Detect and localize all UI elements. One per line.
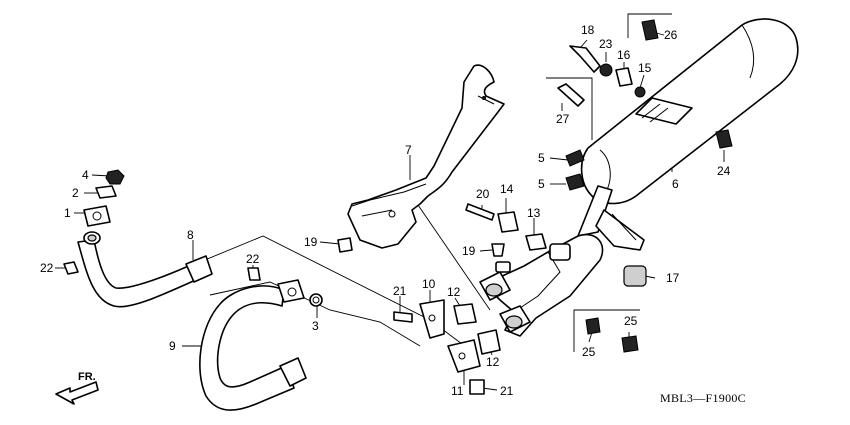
callout-23: 23 [599,37,613,51]
callout-17: 17 [666,271,680,285]
callout-4: 4 [82,168,89,182]
callout-10: 10 [422,277,436,291]
diagram-code: MBL3—F1900C [660,391,746,405]
callout-27: 27 [556,112,570,126]
callout-14: 14 [500,182,514,196]
front-direction-arrow: FR. [55,371,99,405]
callout-22-left: 22 [40,261,54,275]
callout-2: 2 [72,186,79,200]
callout-9: 9 [169,339,176,353]
heat-shield [347,64,505,249]
callout-24: 24 [717,164,731,178]
front-direction-label: FR. [78,371,96,383]
callout-22-center: 22 [246,252,260,266]
callout-7: 7 [405,143,412,157]
callout-15: 15 [638,61,652,75]
exhaust-pipe-8 [77,205,213,308]
callout-numbers: 4 2 1 22 8 9 22 3 19 7 21 10 12 12 11 21… [40,23,731,398]
callout-20: 20 [476,187,490,201]
exhaust-pipe-9 [199,279,307,411]
callout-16: 16 [617,48,631,62]
callout-21-upper: 21 [393,284,407,298]
callout-1: 1 [64,206,71,220]
callout-26: 26 [664,28,678,42]
callout-12-lower: 12 [486,355,500,369]
callout-19-left: 19 [304,235,318,249]
callout-3: 3 [312,319,319,333]
callout-6: 6 [672,177,679,191]
callout-5-upper: 5 [538,151,545,165]
callout-18: 18 [581,23,595,37]
callout-5-lower: 5 [538,177,545,191]
callout-12-upper: 12 [447,285,461,299]
callout-25-left: 25 [582,345,596,359]
joint-chamber [479,233,604,337]
callout-19-right: 19 [462,244,476,258]
callout-25-right: 25 [624,314,638,328]
muffler [577,18,799,251]
callout-13: 13 [527,206,541,220]
callout-21-lower: 21 [500,384,514,398]
callout-11: 11 [451,384,464,398]
small-parts [63,19,733,395]
callout-8: 8 [187,228,194,242]
